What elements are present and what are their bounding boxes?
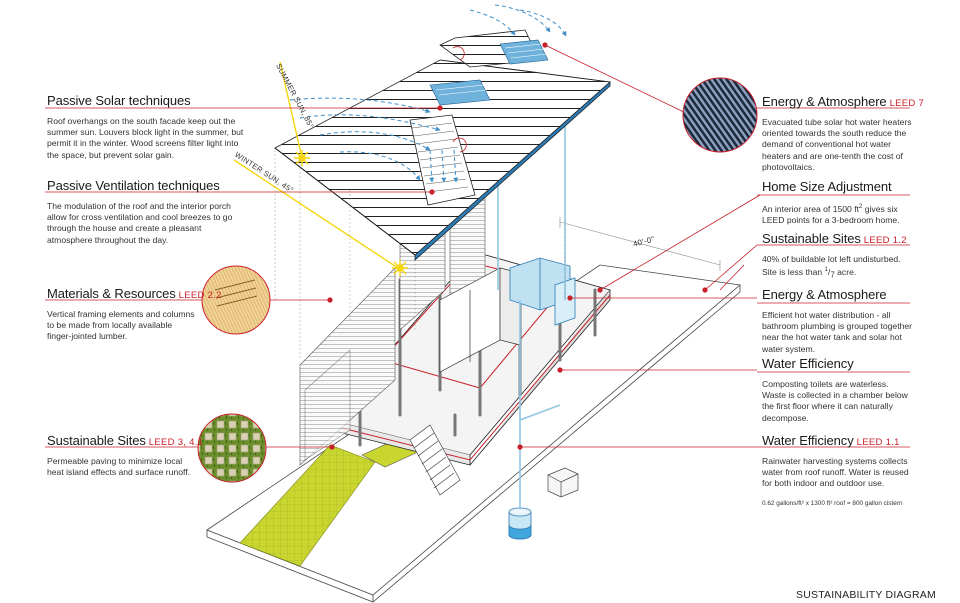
note-body: 40% of buildable lot left undisturbed. S… (762, 254, 912, 281)
cistern-calculation: 0.62 gallons/ft² x 1300 ft² roof = 800 g… (762, 498, 914, 509)
note-home-size: Home Size Adjustment An interior area of… (762, 179, 912, 226)
note-energy-solar-hot-water: Energy & AtmosphereLEED 7 Evacuated tube… (762, 94, 912, 173)
note-energy-hot-water-distribution: Energy & Atmosphere Efficient hot water … (762, 287, 912, 355)
note-title: Water Efficiency (762, 433, 854, 448)
note-water-rainwater: Water EfficiencyLEED 1.1 Rainwater harve… (762, 433, 914, 509)
note-body: Roof overhangs on the south facade keep … (47, 116, 247, 161)
note-body: An interior area of 1500 ft2 gives six L… (762, 202, 912, 226)
note-title: Sustainable Sites (47, 433, 146, 448)
note-body: Vertical framing elements and columns to… (47, 309, 197, 343)
note-body: Composting toilets are waterless. Waste … (762, 379, 912, 424)
note-title: Passive Ventilation techniques (47, 178, 247, 193)
note-title: Water Efficiency (762, 356, 912, 371)
note-body: The modulation of the roof and the inter… (47, 201, 247, 246)
inset-solar-tubes (683, 78, 757, 152)
note-title: Energy & Atmosphere (762, 287, 912, 302)
note-body: Rainwater harvesting systems collects wa… (762, 456, 914, 509)
leed-tag: LEED 1.1 (857, 437, 900, 448)
note-sustainable-sites-lot: Sustainable SitesLEED 1.2 40% of buildab… (762, 231, 912, 281)
inset-permeable-paving (198, 414, 266, 482)
note-sustainable-sites-paving: Sustainable SitesLEED 3, 4.1 Permeable p… (47, 433, 197, 478)
leed-tag: LEED 7 (890, 98, 925, 109)
note-body: Efficient hot water distribution - all b… (762, 310, 912, 355)
diagram-footer-title: SUSTAINABILITY DIAGRAM (796, 589, 936, 601)
note-title: Materials & Resources (47, 286, 176, 301)
note-body: Permeable paving to minimize local heat … (47, 456, 197, 478)
note-passive-ventilation: Passive Ventilation techniques The modul… (47, 178, 247, 246)
note-passive-solar: Passive Solar techniques Roof overhangs … (47, 93, 247, 161)
note-body: Evacuated tube solar hot water heaters o… (762, 117, 912, 173)
note-water-composting: Water Efficiency Composting toilets are … (762, 356, 912, 424)
note-materials-resources: Materials & ResourcesLEED 2.2 Vertical f… (47, 286, 197, 343)
leed-tag: LEED 1.2 (864, 235, 907, 246)
note-title: Home Size Adjustment (762, 179, 912, 194)
note-title: Energy & Atmosphere (762, 94, 887, 109)
note-title: Sustainable Sites (762, 231, 861, 246)
leed-tag: LEED 3, 4.1 (149, 437, 204, 448)
leed-tag: LEED 2.2 (179, 290, 222, 301)
composting-unit (548, 468, 578, 497)
cistern (509, 508, 531, 539)
note-title: Passive Solar techniques (47, 93, 247, 108)
